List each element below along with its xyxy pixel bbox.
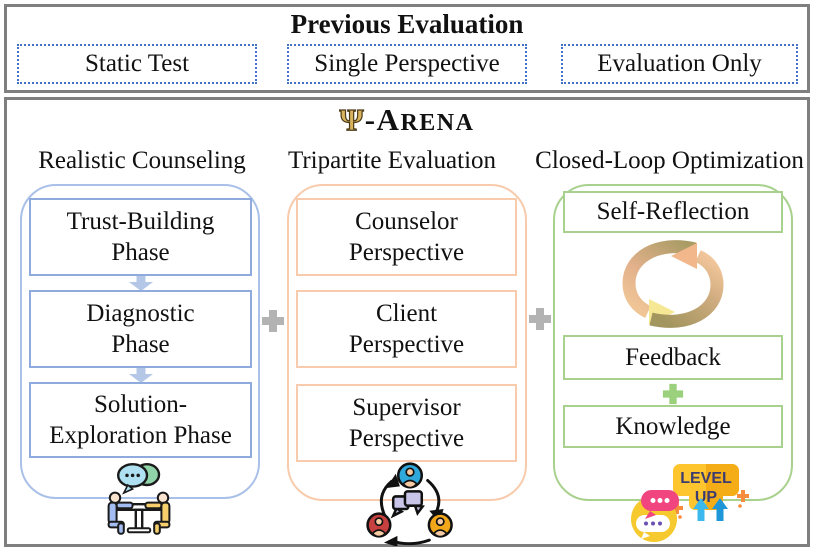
box-line: Perspective [348, 239, 465, 266]
plus-connector-icon [529, 308, 551, 330]
plus-green-icon [662, 383, 684, 405]
iteration-cycle-icon [622, 240, 724, 328]
trust-building-phase-box: Trust-Building Phase [29, 198, 252, 276]
arena-name-small: RENA [400, 110, 475, 136]
static-test-label: Static Test [84, 50, 190, 77]
three-party-discussion-icon [366, 462, 453, 546]
solution-exploration-phase-box: Solution- Exploration Phase [29, 382, 252, 458]
arena-name-large: -A [364, 102, 401, 137]
single-perspective-label: Single Perspective [314, 50, 500, 77]
tripartite-evaluation-header: Tripartite Evaluation [287, 147, 497, 174]
down-arrow-icon [129, 368, 153, 383]
realistic-counseling-container [20, 184, 260, 499]
supervisor-perspective-box: Supervisor Perspective [296, 384, 517, 462]
arena-title: Ψ-ARENA [7, 101, 807, 138]
evaluation-only-label: Evaluation Only [597, 50, 762, 77]
box-line: Knowledge [615, 412, 731, 440]
plus-connector-icon [262, 310, 284, 332]
box-line: Self-Reflection [596, 198, 750, 226]
previous-evaluation-panel: Previous Evaluation Static Test Single P… [4, 4, 810, 93]
box-line: Diagnostic [86, 299, 195, 327]
box-line: Phase [111, 331, 170, 358]
realistic-counseling-header: Realistic Counseling [38, 147, 246, 174]
feedback-box: Feedback [563, 335, 783, 380]
counseling-session-icon [107, 463, 171, 535]
box-line: Perspective [348, 425, 465, 452]
arena-panel: Ψ-ARENA Realistic Counseling Tripartite … [4, 97, 810, 547]
box-line: Solution- [93, 390, 188, 418]
evaluation-only-box: Evaluation Only [561, 44, 798, 84]
box-line: Counselor [355, 207, 458, 235]
static-test-box: Static Test [17, 44, 257, 84]
box-line: Exploration Phase [49, 422, 232, 449]
box-line: Feedback [625, 343, 721, 371]
knowledge-box: Knowledge [563, 405, 783, 448]
psi-symbol: Ψ [339, 101, 365, 137]
box-line: Trust-Building [66, 207, 215, 235]
self-reflection-box: Self-Reflection [563, 191, 783, 233]
level-text: LEVEL [680, 470, 732, 487]
level-up-chat-icon: LEVEL UP [631, 464, 749, 542]
diagnostic-phase-box: Diagnostic Phase [29, 290, 252, 368]
single-perspective-box: Single Perspective [287, 44, 527, 84]
closed-loop-optimization-header: Closed-Loop Optimization [535, 147, 804, 174]
counselor-perspective-box: Counselor Perspective [296, 198, 517, 276]
down-arrow-icon [129, 276, 153, 291]
box-line: Phase [111, 239, 170, 266]
box-line: Client [375, 299, 438, 327]
box-line: Perspective [348, 331, 465, 358]
previous-evaluation-title: Previous Evaluation [290, 9, 524, 39]
box-line: Supervisor [352, 393, 461, 421]
client-perspective-box: Client Perspective [296, 290, 517, 368]
